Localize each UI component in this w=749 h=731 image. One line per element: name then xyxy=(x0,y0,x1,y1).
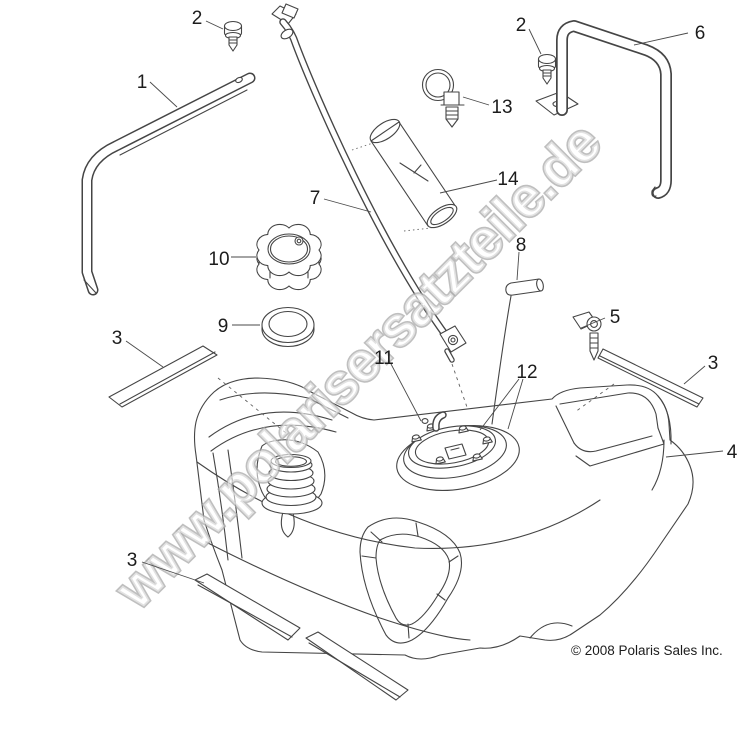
part-fuel-line xyxy=(271,3,467,363)
part-fuel-cap xyxy=(256,223,322,291)
tank-right-box xyxy=(555,392,672,491)
pad-alignment-line-right xyxy=(574,383,615,413)
part-fuel-pump-assembly xyxy=(396,411,520,491)
callout-3b: 3 xyxy=(708,353,719,374)
callout-5: 5 xyxy=(610,307,621,328)
part-flange-bolt xyxy=(572,311,602,361)
callout-1: 1 xyxy=(137,72,148,93)
part-mounting-bracket-rear xyxy=(535,20,672,199)
part-vent-fitting xyxy=(491,278,544,425)
part-screw-rear xyxy=(537,53,557,85)
part-cable-clamp xyxy=(421,68,465,128)
callout-14: 14 xyxy=(497,169,519,190)
callout-13: 13 xyxy=(491,97,512,118)
part-pad-bottom-left xyxy=(194,573,301,641)
part-filler-seal xyxy=(261,306,315,348)
callout-3c: 3 xyxy=(127,550,138,571)
callout-8: 8 xyxy=(516,235,527,256)
callout-2b: 2 xyxy=(516,15,527,36)
filler-neck xyxy=(256,439,326,538)
callout-3a: 3 xyxy=(112,328,123,349)
callout-2a: 2 xyxy=(192,8,203,29)
callout-leader-lines xyxy=(125,20,724,584)
callout-7: 7 xyxy=(310,188,321,209)
part-pad-left xyxy=(108,345,218,408)
part-pad-bottom-right xyxy=(305,631,409,701)
pad-alignment-line-left xyxy=(217,377,287,434)
callout-labels: 1 2 2 3 3 3 4 5 6 7 8 9 10 11 12 13 14 xyxy=(112,8,738,571)
callout-12: 12 xyxy=(516,362,537,383)
callout-9: 9 xyxy=(218,316,229,337)
copyright-notice: © 2008 Polaris Sales Inc. xyxy=(571,643,723,658)
hose-alignment-line xyxy=(451,363,469,411)
callout-11: 11 xyxy=(374,348,394,369)
callout-4: 4 xyxy=(727,442,738,463)
callout-6: 6 xyxy=(695,23,706,44)
part-fuel-tank xyxy=(193,377,694,660)
part-fuel-line-sleeve xyxy=(351,118,458,232)
part-mounting-strap-front xyxy=(81,72,256,296)
part-screw-front xyxy=(223,20,243,52)
part-pad-right xyxy=(597,348,704,408)
callout-10: 10 xyxy=(208,249,229,270)
